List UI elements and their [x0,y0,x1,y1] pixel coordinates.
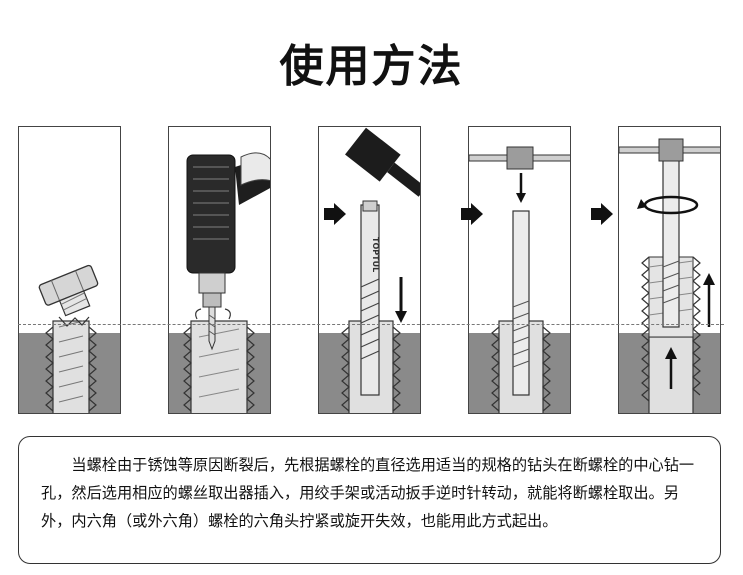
steps-diagram: TOPTUL [0,126,743,418]
step-1-illustration [19,264,120,413]
step-5-illustration [619,138,720,413]
step-2-panel [168,126,271,414]
surface-dashed-line [18,324,724,325]
step-arrow-icon [461,203,483,225]
page-title: 使用方法 [279,41,464,92]
step-3-panel: TOPTUL [318,126,421,414]
step-5-panel [618,126,721,414]
extractor-brand-label: TOPTUL [371,237,380,272]
step-4-illustration [469,146,570,413]
step-4-panel [468,126,571,414]
description-text: 当螺栓由于锈蚀等原因断裂后，先根据螺栓的直径选用适当的规格的钻头在断螺栓的中心钻… [41,456,695,530]
step-3-illustration: TOPTUL [319,127,420,413]
step-arrow-icon [591,203,613,225]
description-box: 当螺栓由于锈蚀等原因断裂后，先根据螺栓的直径选用适当的规格的钻头在断螺栓的中心钻… [18,436,721,564]
step-1-panel [18,126,121,414]
step-arrow-icon [324,203,346,225]
step-2-illustration [169,152,270,413]
